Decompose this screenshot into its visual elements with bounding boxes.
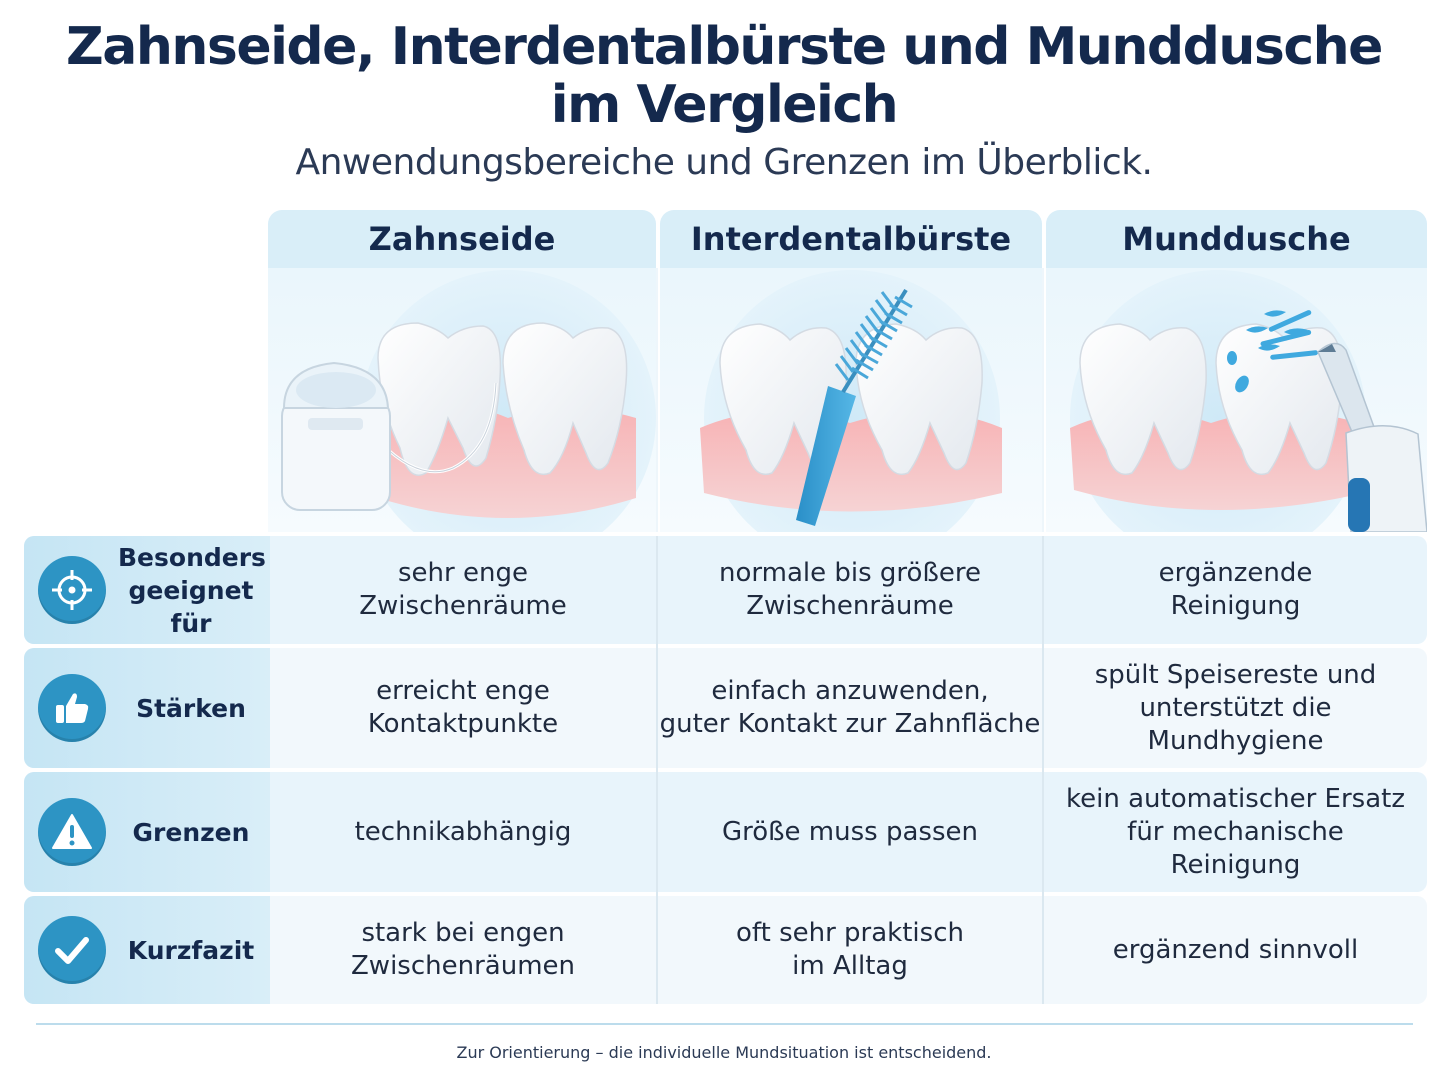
column-divider <box>656 268 658 532</box>
cell-zahnseide-staerken: erreicht enge Kontaktpunkte <box>367 676 559 739</box>
title-line-2: im Vergleich <box>550 75 899 135</box>
cell-munddusche-besonders: ergänzende Reinigung <box>1158 558 1313 621</box>
column-header-interdentalbuerste: Interdentalbürste <box>660 210 1042 268</box>
cell-munddusche-grenzen: kein automatischer Ersatz für mechanisch… <box>1066 783 1405 880</box>
title-line-1: Zahnseide, Interdentalbürste und Munddus… <box>66 17 1383 77</box>
row-label-text: Grenzen <box>132 817 250 847</box>
target-icon <box>38 556 106 624</box>
footer-note: Zur Orientierung – die individuelle Mund… <box>456 1043 992 1062</box>
column-divider <box>656 536 658 1004</box>
cell-zahnseide-besonders: sehr enge Zwischenräume <box>359 558 567 621</box>
row-label-staerken: Stärken <box>24 648 270 768</box>
thumbs-up-icon <box>38 674 106 742</box>
interdental-brush <box>796 288 913 526</box>
cell-interdental-kurzfazit: oft sehr praktisch im Alltag <box>736 918 964 981</box>
row-label-text: Besonders geeignet für <box>118 542 266 638</box>
cell-interdental-staerken: einfach anzuwenden, guter Kontakt zur Za… <box>659 676 1041 739</box>
water-flosser-device <box>1317 342 1427 532</box>
column-divider <box>1042 536 1044 1004</box>
footer-divider <box>36 1023 1413 1025</box>
warning-icon <box>38 798 106 866</box>
floss-illustration <box>268 268 656 532</box>
row-label-text: Kurzfazit <box>127 935 255 965</box>
row-label-kurzfazit: Kurzfazit <box>24 896 270 1004</box>
row-label-text: Stärken <box>136 693 246 723</box>
cell-interdental-grenzen: Größe muss passen <box>722 816 978 847</box>
page-title: Zahnseide, Interdentalbürste und Munddus… <box>0 18 1448 134</box>
water-flosser-illustration <box>1046 268 1427 532</box>
water-jet <box>1227 310 1319 393</box>
row-label-besonders-geeignet: Besonders geeignet für <box>24 536 270 644</box>
checkmark-icon <box>38 916 106 984</box>
page-subtitle: Anwendungsbereiche und Grenzen im Überbl… <box>295 142 1153 183</box>
cell-munddusche-kurzfazit: ergänzend sinnvoll <box>1112 934 1359 965</box>
floss-dispenser <box>281 361 391 511</box>
cell-zahnseide-grenzen: technikabhängig <box>354 816 572 847</box>
cell-zahnseide-kurzfazit: stark bei engen Zwischenräumen <box>351 918 575 981</box>
interdental-brush-illustration <box>660 268 1042 532</box>
row-label-grenzen: Grenzen <box>24 772 270 892</box>
column-header-munddusche: Munddusche <box>1046 210 1427 268</box>
column-header-zahnseide: Zahnseide <box>268 210 656 268</box>
cell-munddusche-staerken: spült Speisereste und unterstützt die Mu… <box>1094 659 1377 756</box>
cell-interdental-besonders: normale bis größere Zwischenräume <box>719 558 981 621</box>
column-divider <box>1042 268 1044 532</box>
